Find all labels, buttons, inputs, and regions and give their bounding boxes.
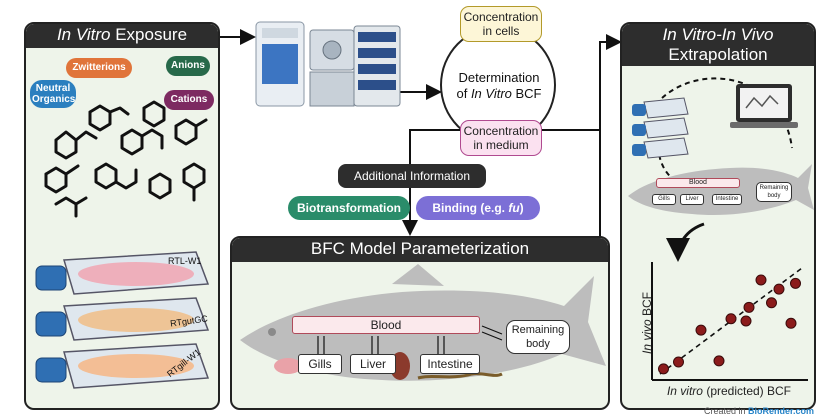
molecule-structures [44,100,208,218]
concentration-in-medium-box: Concentration in medium [460,120,542,156]
flask-1 [35,251,210,295]
ivive-arrow [666,222,705,262]
bfc-liver-box: Liver [350,354,396,374]
scatter-point-9 [773,283,785,295]
scatter-point-4 [725,313,737,325]
ivive-panel: In Vitro-In Vivo Extrapolation Blood Gil [620,22,816,410]
ivive-flask-stack-icon [632,97,689,159]
flask-2 [35,297,210,341]
concentration-in-cells-box: Concentration in cells [460,6,542,42]
molecule-7 [94,162,138,190]
exposure-panel-title: In Vitro Exposure [26,24,218,48]
scatter-point-0 [658,363,669,375]
gill-organ-icon [274,358,302,374]
cations-badge: Cations [164,90,214,110]
scatter-plot [651,262,808,381]
anions-badge: Anions [166,56,210,76]
molecule-10 [54,196,88,218]
scatter-point-10 [785,317,797,329]
molecule-2 [88,104,130,132]
scatter-point-1 [673,356,684,368]
flask-3 [35,343,210,389]
ivive-gills-box: Gills [652,194,676,205]
scatter-point-6 [743,301,755,313]
molecule-3 [142,100,166,128]
molecule-4 [120,128,164,156]
bfc-blood-box: Blood [292,316,480,334]
ivive-liver-box: Liver [680,194,704,205]
determination-label: Determination of In Vitro BCF [456,70,542,101]
lc-ms-instrument-icon [255,21,401,107]
bfc-remaining-body-box: Remaining body [506,320,570,354]
scatter-point-8 [766,297,777,309]
ivive-illustration [628,77,814,216]
bfc-gills-box: Gills [298,354,342,374]
bfc-intestine-box: Intestine [420,354,480,374]
plot-y-label: In vivo BCF [640,291,654,355]
scatter-point-11 [790,277,801,289]
cell-culture-flasks [35,251,210,389]
ivive-panel-title: In Vitro-In Vivo Extrapolation [622,24,814,66]
binding-box: Binding (e.g. fu) [416,196,540,220]
ivive-blood-box: Blood [656,178,740,188]
cell-line-rtl-w1: RTL-W1 [168,256,202,266]
molecule-9 [182,162,206,202]
bfc-model-panel: BFC Model Parameterization Blood Gills L… [230,236,610,410]
laptop-icon [730,84,798,128]
scatter-point-2 [695,324,707,336]
molecule-6 [44,164,80,194]
zwitterions-badge: Zwitterions [66,58,132,78]
biotransformation-box: Biotransformation [288,196,410,220]
scatter-point-3 [713,355,725,367]
molecule-5 [174,118,208,146]
scatter-point-7 [755,274,767,286]
exposure-panel: In Vitro Exposure Zwitterions Anions Neu… [24,22,220,410]
plot-x-label: In vitro (predicted) BCF [666,384,792,398]
ivive-intestine-box: Intestine [712,194,742,205]
bfc-panel-title: BFC Model Parameterization [232,238,608,262]
additional-information-box: Additional Information [338,164,486,188]
intestine-organ-icon [417,372,503,380]
ivive-remaining-body-box: Remaining body [756,182,792,202]
biorender-credit[interactable]: Created in BioRender.com [704,406,815,416]
molecule-8 [148,172,172,200]
neutral-organics-badge: Neutral Organics [30,80,76,108]
molecule-1 [54,130,98,160]
scatter-points [658,274,801,375]
scatter-point-5 [740,315,752,327]
